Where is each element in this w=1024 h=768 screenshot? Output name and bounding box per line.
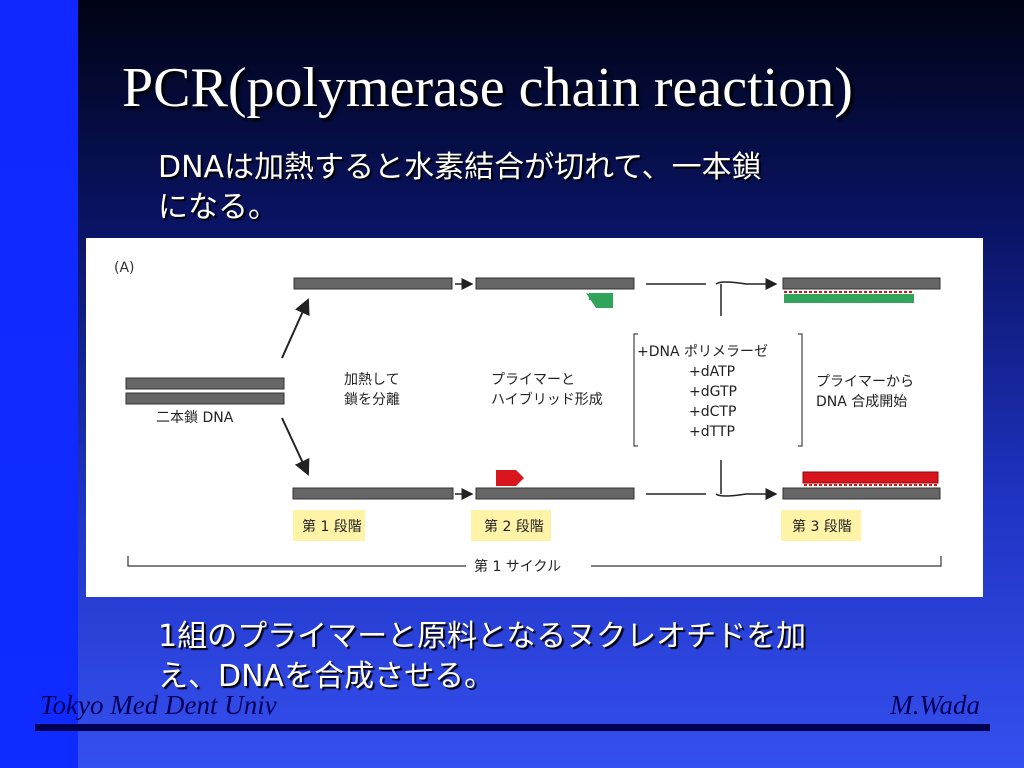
footer-author: M.Wada [890, 690, 980, 720]
green-primer-arrow [586, 293, 613, 308]
bottom-text: 1組のプライマーと原料となるヌクレオチドを加 え、DNAを合成させる。 [158, 617, 938, 697]
stage1-label: 第 1 段階 [302, 518, 362, 535]
pcr-diagram: (A) 二本鎖 DNA 加熱して 鎖を分離 プライマーと ハイブリッド形成 [114, 260, 942, 575]
stage1-box [293, 510, 365, 541]
arrow-up [281, 298, 310, 359]
bottom-text-line1: 1組のプライマーと原料となるヌクレオチドを加 [158, 619, 807, 654]
dsdna-strand-top [125, 377, 285, 390]
stage2-label: 第 2 段階 [484, 518, 544, 535]
top-text: DNAは加熱すると水素結合が切れて、一本鎖 になる。 [158, 148, 938, 228]
footer-rule [35, 724, 990, 731]
cycle-line-left [127, 556, 466, 567]
panel-label: (A) [114, 260, 135, 276]
bracket-right [798, 333, 803, 447]
stage2-strand-top [475, 277, 635, 290]
pcr-figure: (A) 二本鎖 DNA 加熱して 鎖を分離 プライマーと ハイブリッド形成 [86, 238, 983, 597]
stage3-label: 第 3 段階 [792, 518, 852, 535]
red-primer-arrow [496, 470, 524, 486]
arrow-down [281, 417, 310, 476]
reagent-dctp: +dCTP [689, 404, 736, 420]
stage2-box [471, 510, 551, 541]
dsdna-strand-bottom [125, 392, 285, 405]
top-text-line2: になる。 [158, 190, 278, 225]
bracket-left [633, 333, 638, 447]
primer-label-1: プライマーと [491, 372, 575, 388]
stage3-strand-bottom [782, 487, 941, 500]
reagent-dttp: +dTTP [689, 424, 735, 440]
synth-label-2: DNA 合成開始 [816, 394, 907, 410]
left-accent-bar [0, 0, 78, 768]
stage3-red-new-strand [802, 471, 939, 484]
connector-bottom-right [715, 488, 778, 500]
connector-top-right [715, 278, 778, 290]
stage1-strand-top [293, 277, 453, 290]
cycle-label: 第 1 サイクル [474, 558, 561, 575]
stage2-strand-bottom [475, 487, 635, 500]
reagent-polymerase: +DNA ポリメラーゼ [637, 344, 768, 360]
bottom-text-line2: え、DNAを合成させる。 [158, 659, 495, 694]
footer-institution: Tokyo Med Dent Univ [40, 690, 277, 720]
stage3-box [781, 510, 861, 541]
top-text-line1: DNAは加熱すると水素結合が切れて、一本鎖 [158, 150, 762, 185]
reagent-dgtp: +dGTP [689, 384, 737, 400]
synth-label-1: プライマーから [816, 374, 914, 390]
dsdna-label: 二本鎖 DNA [156, 410, 234, 426]
slide-title: PCR(polymerase chain reaction) [122, 57, 853, 119]
cycle-line-right [591, 556, 942, 567]
stage3-green-new-strand [784, 294, 914, 303]
stage3-strand-top [782, 277, 941, 290]
reagent-datp: +dATP [689, 364, 735, 380]
primer-label-2: ハイブリッド形成 [491, 391, 603, 408]
heat-label-1: 加熱して [344, 372, 400, 388]
green-primer-body [589, 293, 613, 300]
stage1-strand-bottom [292, 487, 454, 500]
heat-label-2: 鎖を分離 [344, 391, 400, 408]
